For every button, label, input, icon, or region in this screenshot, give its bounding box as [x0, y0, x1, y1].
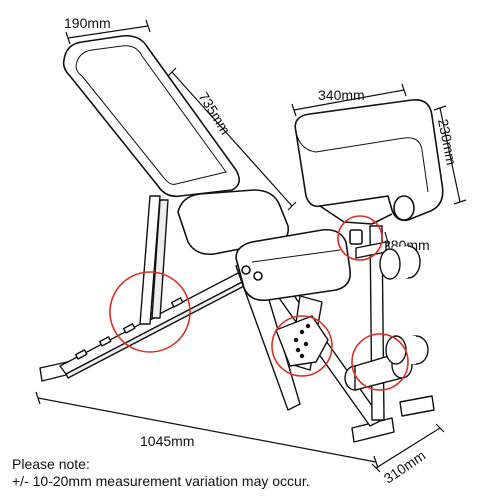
dim-total-length: 1045mm: [140, 433, 194, 449]
highlight-knob: [337, 215, 383, 261]
highlight-plate: [271, 315, 333, 377]
note-heading: Please note:: [12, 456, 90, 472]
dim-backrest-width: 190mm: [64, 15, 111, 31]
highlight-ladder: [109, 271, 191, 353]
seat-pad: [235, 228, 352, 302]
dim-base-width: 310mm: [381, 447, 429, 486]
highlight-roller: [351, 333, 409, 391]
backrest-pad: [62, 34, 240, 198]
middle-pad: [177, 189, 290, 256]
adjustment-holes: [293, 323, 311, 359]
highlight-circles: [109, 215, 409, 391]
note-text: +/- 10-20mm measurement variation may oc…: [12, 473, 310, 489]
dimension-lines: [35, 19, 467, 473]
dim-pad-width: 340mm: [318, 87, 365, 103]
preacher-pad: [294, 99, 444, 245]
